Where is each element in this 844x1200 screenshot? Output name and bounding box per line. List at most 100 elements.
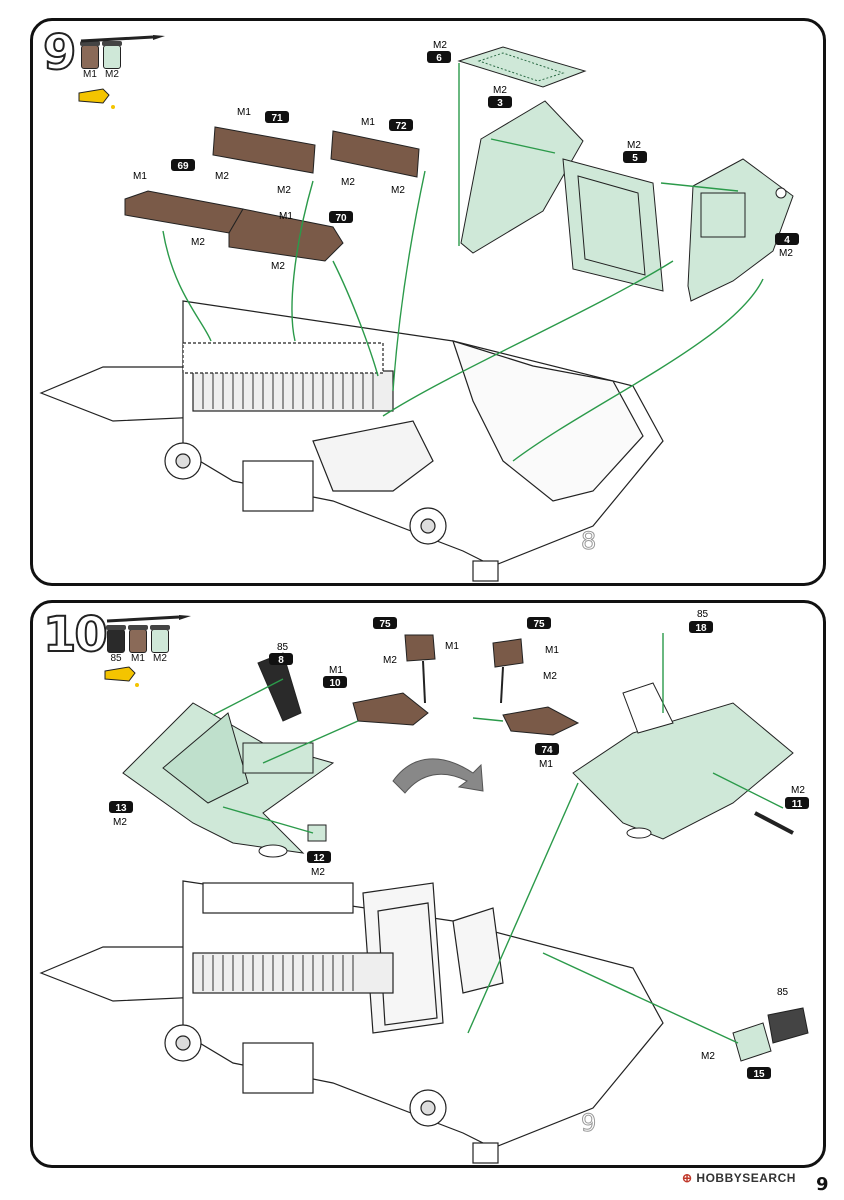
svg-text:8: 8 (278, 655, 284, 666)
step-10-panel: 10 85 M1 M2 (30, 600, 826, 1168)
svg-text:M2: M2 (311, 867, 325, 878)
assembly-arrows (162, 63, 764, 462)
glue-tube-icon (78, 88, 115, 109)
part-71 (212, 126, 316, 174)
svg-text:M1: M1 (133, 171, 147, 182)
svg-text:M1: M1 (237, 107, 251, 118)
svg-text:11: 11 (792, 799, 803, 810)
svg-text:71: 71 (271, 113, 283, 124)
part-6 (457, 46, 587, 88)
svg-text:75: 75 (533, 619, 545, 630)
paint-jar-icon (106, 625, 126, 653)
svg-text:4: 4 (784, 235, 790, 246)
svg-text:M1: M1 (329, 665, 343, 676)
step-number: 9 (42, 24, 77, 82)
svg-text:M1: M1 (445, 641, 459, 652)
svg-text:M2: M2 (277, 185, 291, 196)
part-75-left (404, 634, 436, 704)
callout-18: 85 18 (689, 609, 713, 634)
right-sub-assembly (572, 682, 794, 840)
svg-text:M2: M2 (779, 248, 793, 259)
callout-75-right: 75 M1 M2 (527, 617, 559, 682)
svg-text:M2: M2 (493, 85, 507, 96)
paint-jar-icon (128, 625, 148, 653)
hobbysearch-logo: ⊕ HOBBYSEARCH (682, 1171, 796, 1185)
callout-72: M1 72 M2 M2 (341, 117, 413, 196)
callout-3: M2 3 (488, 85, 512, 109)
part-11 (754, 811, 794, 835)
svg-text:13: 13 (115, 803, 127, 814)
hull-assembly (39, 880, 664, 1164)
svg-text:74: 74 (541, 745, 553, 756)
step-9-diagram: 8 (39, 35, 799, 582)
svg-text:M2: M2 (701, 1051, 715, 1062)
ref-step-number: 8 (581, 527, 596, 555)
svg-text:85: 85 (277, 642, 289, 653)
svg-text:10: 10 (329, 678, 341, 689)
step-9-panel: 9 M1 M2 (30, 18, 826, 586)
callout-75-left: 75 M1 M2 (373, 617, 459, 666)
svg-text:M2: M2 (341, 177, 355, 188)
callout-4: 4 M2 (775, 233, 799, 259)
paint-m2: M2 (102, 41, 122, 80)
svg-text:M2: M2 (543, 671, 557, 682)
svg-text:18: 18 (695, 623, 707, 634)
svg-text:M1: M1 (545, 645, 559, 656)
callout-74: 74 M1 (535, 743, 559, 770)
part-13-assembly (122, 652, 335, 858)
flip-arrow-icon (392, 758, 484, 794)
page-number: 9 (816, 1174, 829, 1195)
svg-text:69: 69 (177, 161, 189, 172)
hull-assembly (39, 300, 664, 582)
paint-m1: M1 (128, 625, 148, 664)
part-4 (687, 158, 794, 302)
callout-8: 85 8 (269, 642, 293, 666)
logo-icon: ⊕ (682, 1171, 693, 1185)
svg-text:70: 70 (335, 213, 347, 224)
part-5 (562, 158, 664, 292)
paint-m2: M2 (150, 625, 170, 664)
part-12 (307, 824, 327, 842)
svg-text:M2: M2 (383, 655, 397, 666)
glue-tube-icon (104, 666, 139, 687)
paint-legend: 85 M1 M2 (106, 625, 170, 664)
callout-13: 13 M2 (109, 801, 133, 828)
brush-icon (80, 35, 165, 43)
step-number: 10 (42, 606, 109, 664)
part-75-right (492, 638, 524, 704)
callout-10: M1 10 (323, 665, 347, 689)
part-70 (228, 208, 344, 262)
paint-85: 85 (106, 625, 126, 664)
assembly-arrows (212, 633, 784, 1044)
part-10 (352, 692, 429, 726)
svg-text:M2: M2 (791, 785, 805, 796)
callout-11: M2 11 (785, 785, 809, 810)
svg-text:3: 3 (497, 98, 503, 109)
ref-step-number: 9 (581, 1109, 596, 1137)
svg-text:M1: M1 (279, 211, 293, 222)
paint-m1: M1 (80, 41, 100, 80)
step-10-diagram: 9 (39, 609, 809, 1164)
part-69 (124, 190, 244, 234)
paint-jar-icon (80, 41, 100, 69)
part-15 (732, 1007, 809, 1062)
svg-text:75: 75 (379, 619, 391, 630)
callout-71: M1 71 M2 M2 (215, 107, 291, 196)
svg-text:M1: M1 (539, 759, 553, 770)
paint-jar-icon (150, 625, 170, 653)
paint-jar-icon (102, 41, 122, 69)
svg-text:M2: M2 (627, 140, 641, 151)
callout-6: M2 6 (427, 40, 451, 64)
part-72 (330, 130, 420, 178)
svg-text:M1: M1 (361, 117, 375, 128)
paint-legend: M1 M2 (80, 41, 122, 80)
svg-text:M2: M2 (113, 817, 127, 828)
svg-text:M2: M2 (433, 40, 447, 51)
svg-text:12: 12 (313, 853, 325, 864)
svg-text:M2: M2 (271, 261, 285, 272)
callout-70: M1 70 M2 (271, 211, 353, 272)
callout-5: M2 5 (623, 140, 647, 164)
svg-text:6: 6 (436, 53, 442, 64)
svg-text:85: 85 (777, 987, 789, 998)
part-74 (502, 706, 580, 736)
